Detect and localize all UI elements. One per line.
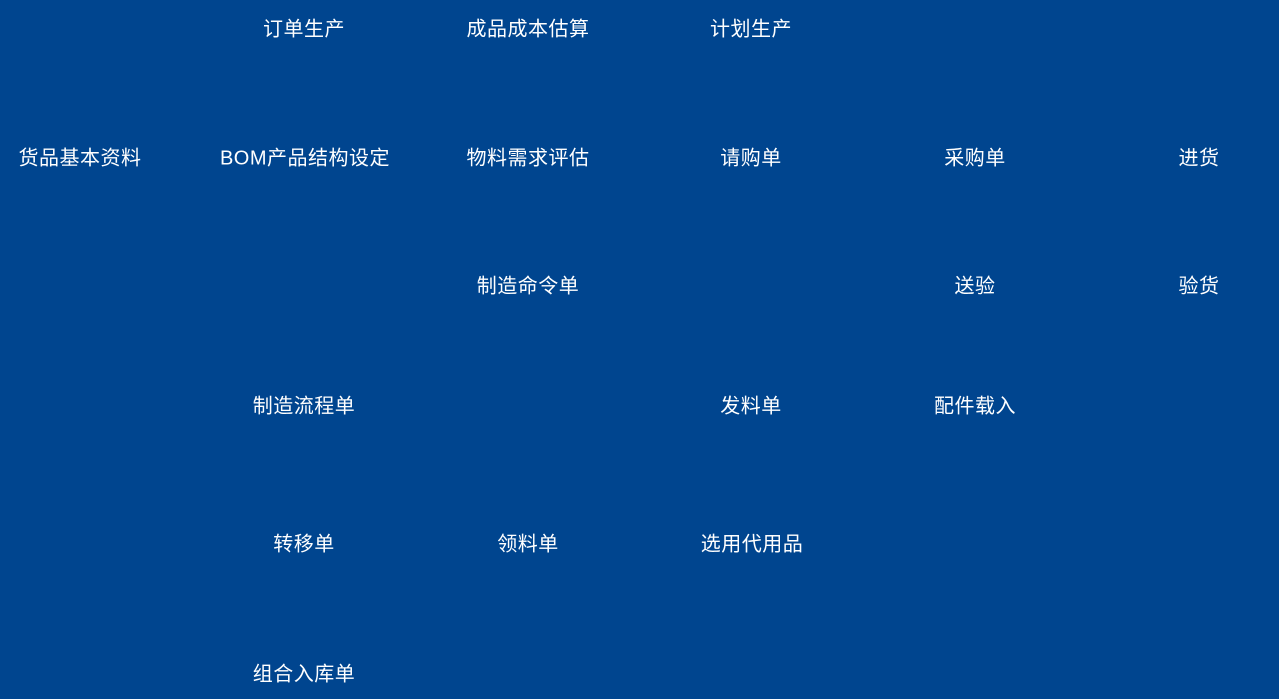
node-parts-loading[interactable]: 配件载入 [934, 395, 1016, 418]
node-order-production[interactable]: 订单生产 [263, 18, 345, 41]
node-manufacture-process[interactable]: 制造流程单 [252, 395, 356, 418]
node-bom-structure-setup[interactable]: BOM产品结构设定 [219, 147, 391, 170]
node-goods-receipt[interactable]: 进货 [1178, 147, 1220, 170]
node-purchase-order[interactable]: 采购单 [944, 147, 1006, 170]
node-product-cost-estimate[interactable]: 成品成本估算 [466, 18, 590, 41]
node-inspect-goods[interactable]: 验货 [1178, 275, 1220, 298]
node-transfer-order[interactable]: 转移单 [273, 533, 335, 556]
node-material-issue[interactable]: 发料单 [720, 395, 782, 418]
node-planned-production[interactable]: 计划生产 [710, 18, 792, 41]
node-assembly-stockin-order[interactable]: 组合入库单 [252, 663, 356, 686]
node-purchase-request[interactable]: 请购单 [720, 147, 782, 170]
node-material-requisition[interactable]: 领料单 [497, 533, 559, 556]
node-goods-basic-info[interactable]: 货品基本资料 [18, 147, 142, 170]
node-substitute-selection[interactable]: 选用代用品 [700, 533, 804, 556]
node-send-inspection[interactable]: 送验 [954, 275, 996, 298]
node-material-requirement[interactable]: 物料需求评估 [466, 147, 590, 170]
node-manufacture-order[interactable]: 制造命令单 [476, 275, 580, 298]
